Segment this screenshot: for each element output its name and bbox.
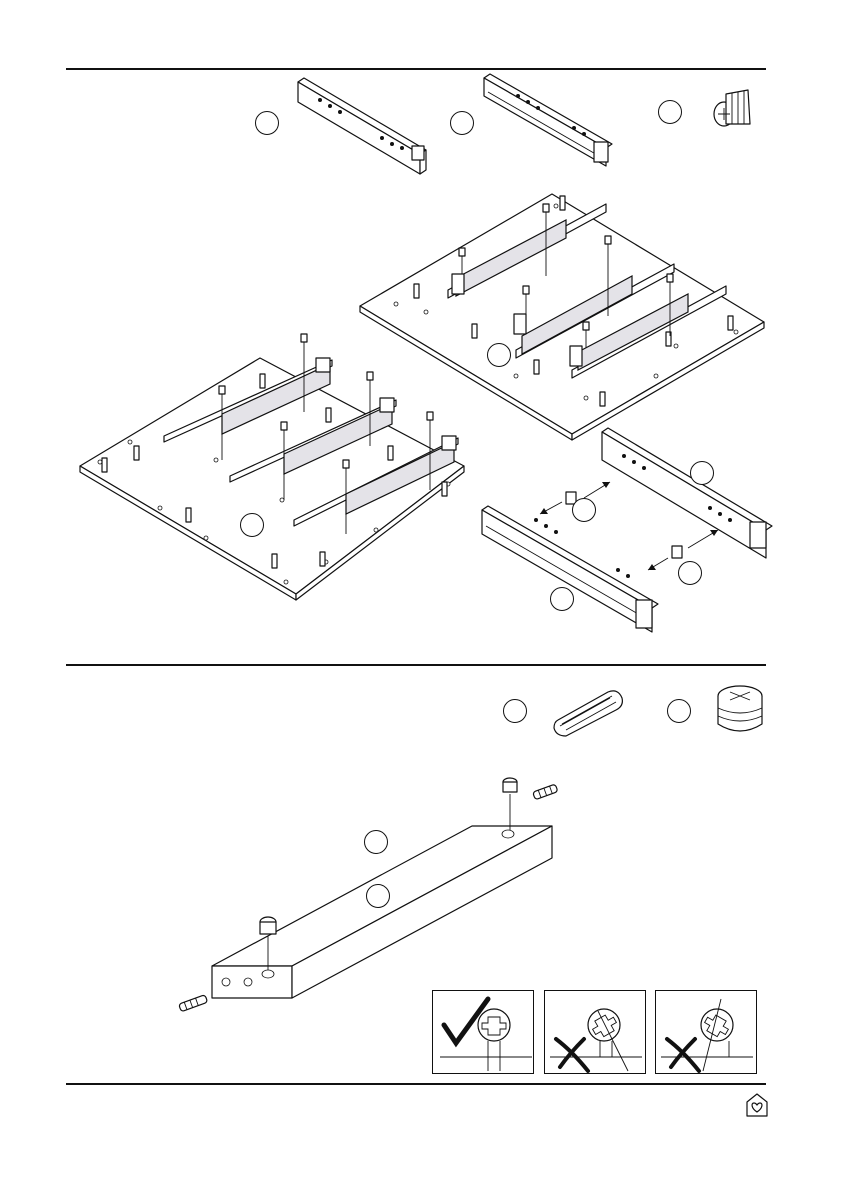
panel-callout-lower [366,884,390,908]
board-callout-upper [487,343,511,367]
bottom-divider [66,1083,766,1085]
top-divider [66,68,766,70]
runner-callout-outer [690,461,714,485]
part-callout-screw [658,100,682,124]
screw-callout-lower [678,561,702,585]
part-callout-cam-lock [667,699,691,723]
wrong-cross-icon [548,995,644,1073]
part-callout-dowel [503,699,527,723]
brand-house-heart-icon [745,1092,769,1118]
drawer-runner-inner-icon [478,74,618,170]
wooden-dowel-icon [552,684,624,736]
correct-check-icon [438,995,534,1073]
board-with-outer-runners [76,330,468,602]
runner-assembly-diagram [478,428,774,638]
screw-callout-upper [572,498,596,522]
screw-icon [708,84,756,130]
runner-callout-inner [550,587,574,611]
middle-divider [66,664,766,666]
drawer-runner-outer-icon [290,76,440,176]
part-callout-inner-runner [450,111,474,135]
board-callout-lower [240,513,264,537]
wrong-cross-icon [659,995,755,1073]
part-callout-outer-runner [255,111,279,135]
panel-callout-upper [364,830,388,854]
cam-lock-icon [716,684,764,736]
